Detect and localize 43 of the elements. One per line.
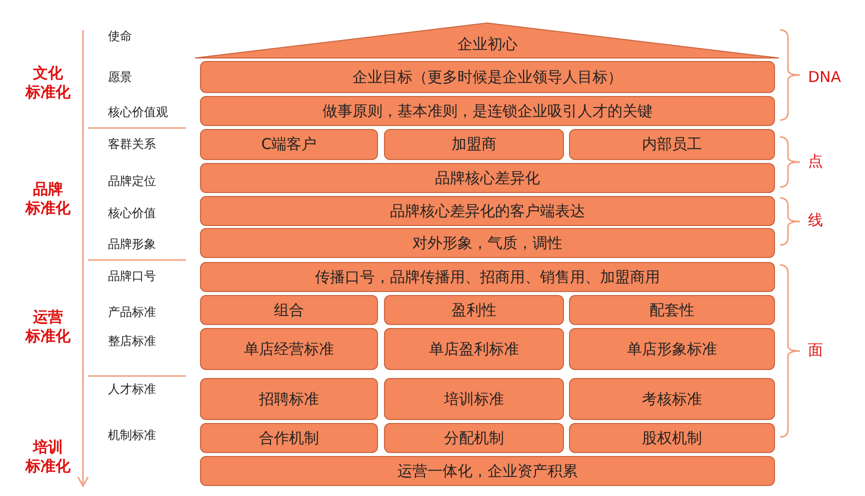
layer-box: 企业目标（更多时候是企业领导人目标） bbox=[200, 61, 775, 93]
layer-box: 单店经营标准 bbox=[200, 328, 378, 370]
layer-box: 分配机制 bbox=[384, 423, 564, 453]
brace-label: 点 bbox=[808, 152, 823, 171]
category-label: 培训标准化 bbox=[24, 438, 72, 476]
layer-box: 单店盈利标准 bbox=[384, 328, 564, 370]
category-label: 品牌标准化 bbox=[24, 180, 72, 218]
row-label: 品牌定位 bbox=[108, 173, 156, 190]
brace-label: 面 bbox=[808, 341, 823, 360]
row-label: 品牌口号 bbox=[108, 268, 156, 285]
layer-box: 内部员工 bbox=[569, 129, 775, 160]
layer-box: 单店形象标准 bbox=[569, 328, 775, 370]
row-label: 机制标准 bbox=[108, 427, 156, 444]
row-label: 人才标准 bbox=[108, 381, 156, 398]
category-label: 运营标准化 bbox=[24, 308, 72, 346]
row-label: 核心价值 bbox=[108, 205, 156, 222]
layer-box: 培训标准 bbox=[384, 378, 564, 420]
layer-box: 考核标准 bbox=[569, 378, 775, 420]
layer-box: 组合 bbox=[200, 295, 378, 325]
brace-label: DNA bbox=[808, 68, 842, 86]
layer-box: 做事原则，基本准则，是连锁企业吸引人才的关键 bbox=[200, 96, 775, 126]
layer-box: 盈利性 bbox=[384, 295, 564, 325]
brace-label: 线 bbox=[808, 211, 823, 230]
layer-box: 合作机制 bbox=[200, 423, 378, 453]
row-label: 愿景 bbox=[108, 69, 132, 86]
layer-box: 对外形象，气质，调性 bbox=[200, 228, 775, 258]
layer-box: 品牌核心差异化的客户端表达 bbox=[200, 196, 775, 226]
layer-box: 加盟商 bbox=[384, 129, 564, 160]
layer-box: 招聘标准 bbox=[200, 378, 378, 420]
row-label: 品牌形象 bbox=[108, 236, 156, 253]
layer-box: 股权机制 bbox=[569, 423, 775, 453]
category-label: 文化标准化 bbox=[24, 64, 72, 102]
layer-box: C端客户 bbox=[200, 129, 378, 160]
row-label: 核心价值观 bbox=[108, 104, 168, 121]
roof-label: 企业初心 bbox=[458, 35, 518, 54]
row-label: 使命 bbox=[108, 28, 132, 45]
layer-box: 配套性 bbox=[569, 295, 775, 325]
row-label: 客群关系 bbox=[108, 136, 156, 153]
layer-box: 运营一体化，企业资产积累 bbox=[200, 456, 775, 486]
layer-box: 传播口号，品牌传播用、招商用、销售用、加盟商用 bbox=[200, 262, 775, 292]
row-label: 产品标准 bbox=[108, 304, 156, 321]
row-label: 整店标准 bbox=[108, 333, 156, 350]
layer-box: 品牌核心差异化 bbox=[200, 163, 775, 193]
